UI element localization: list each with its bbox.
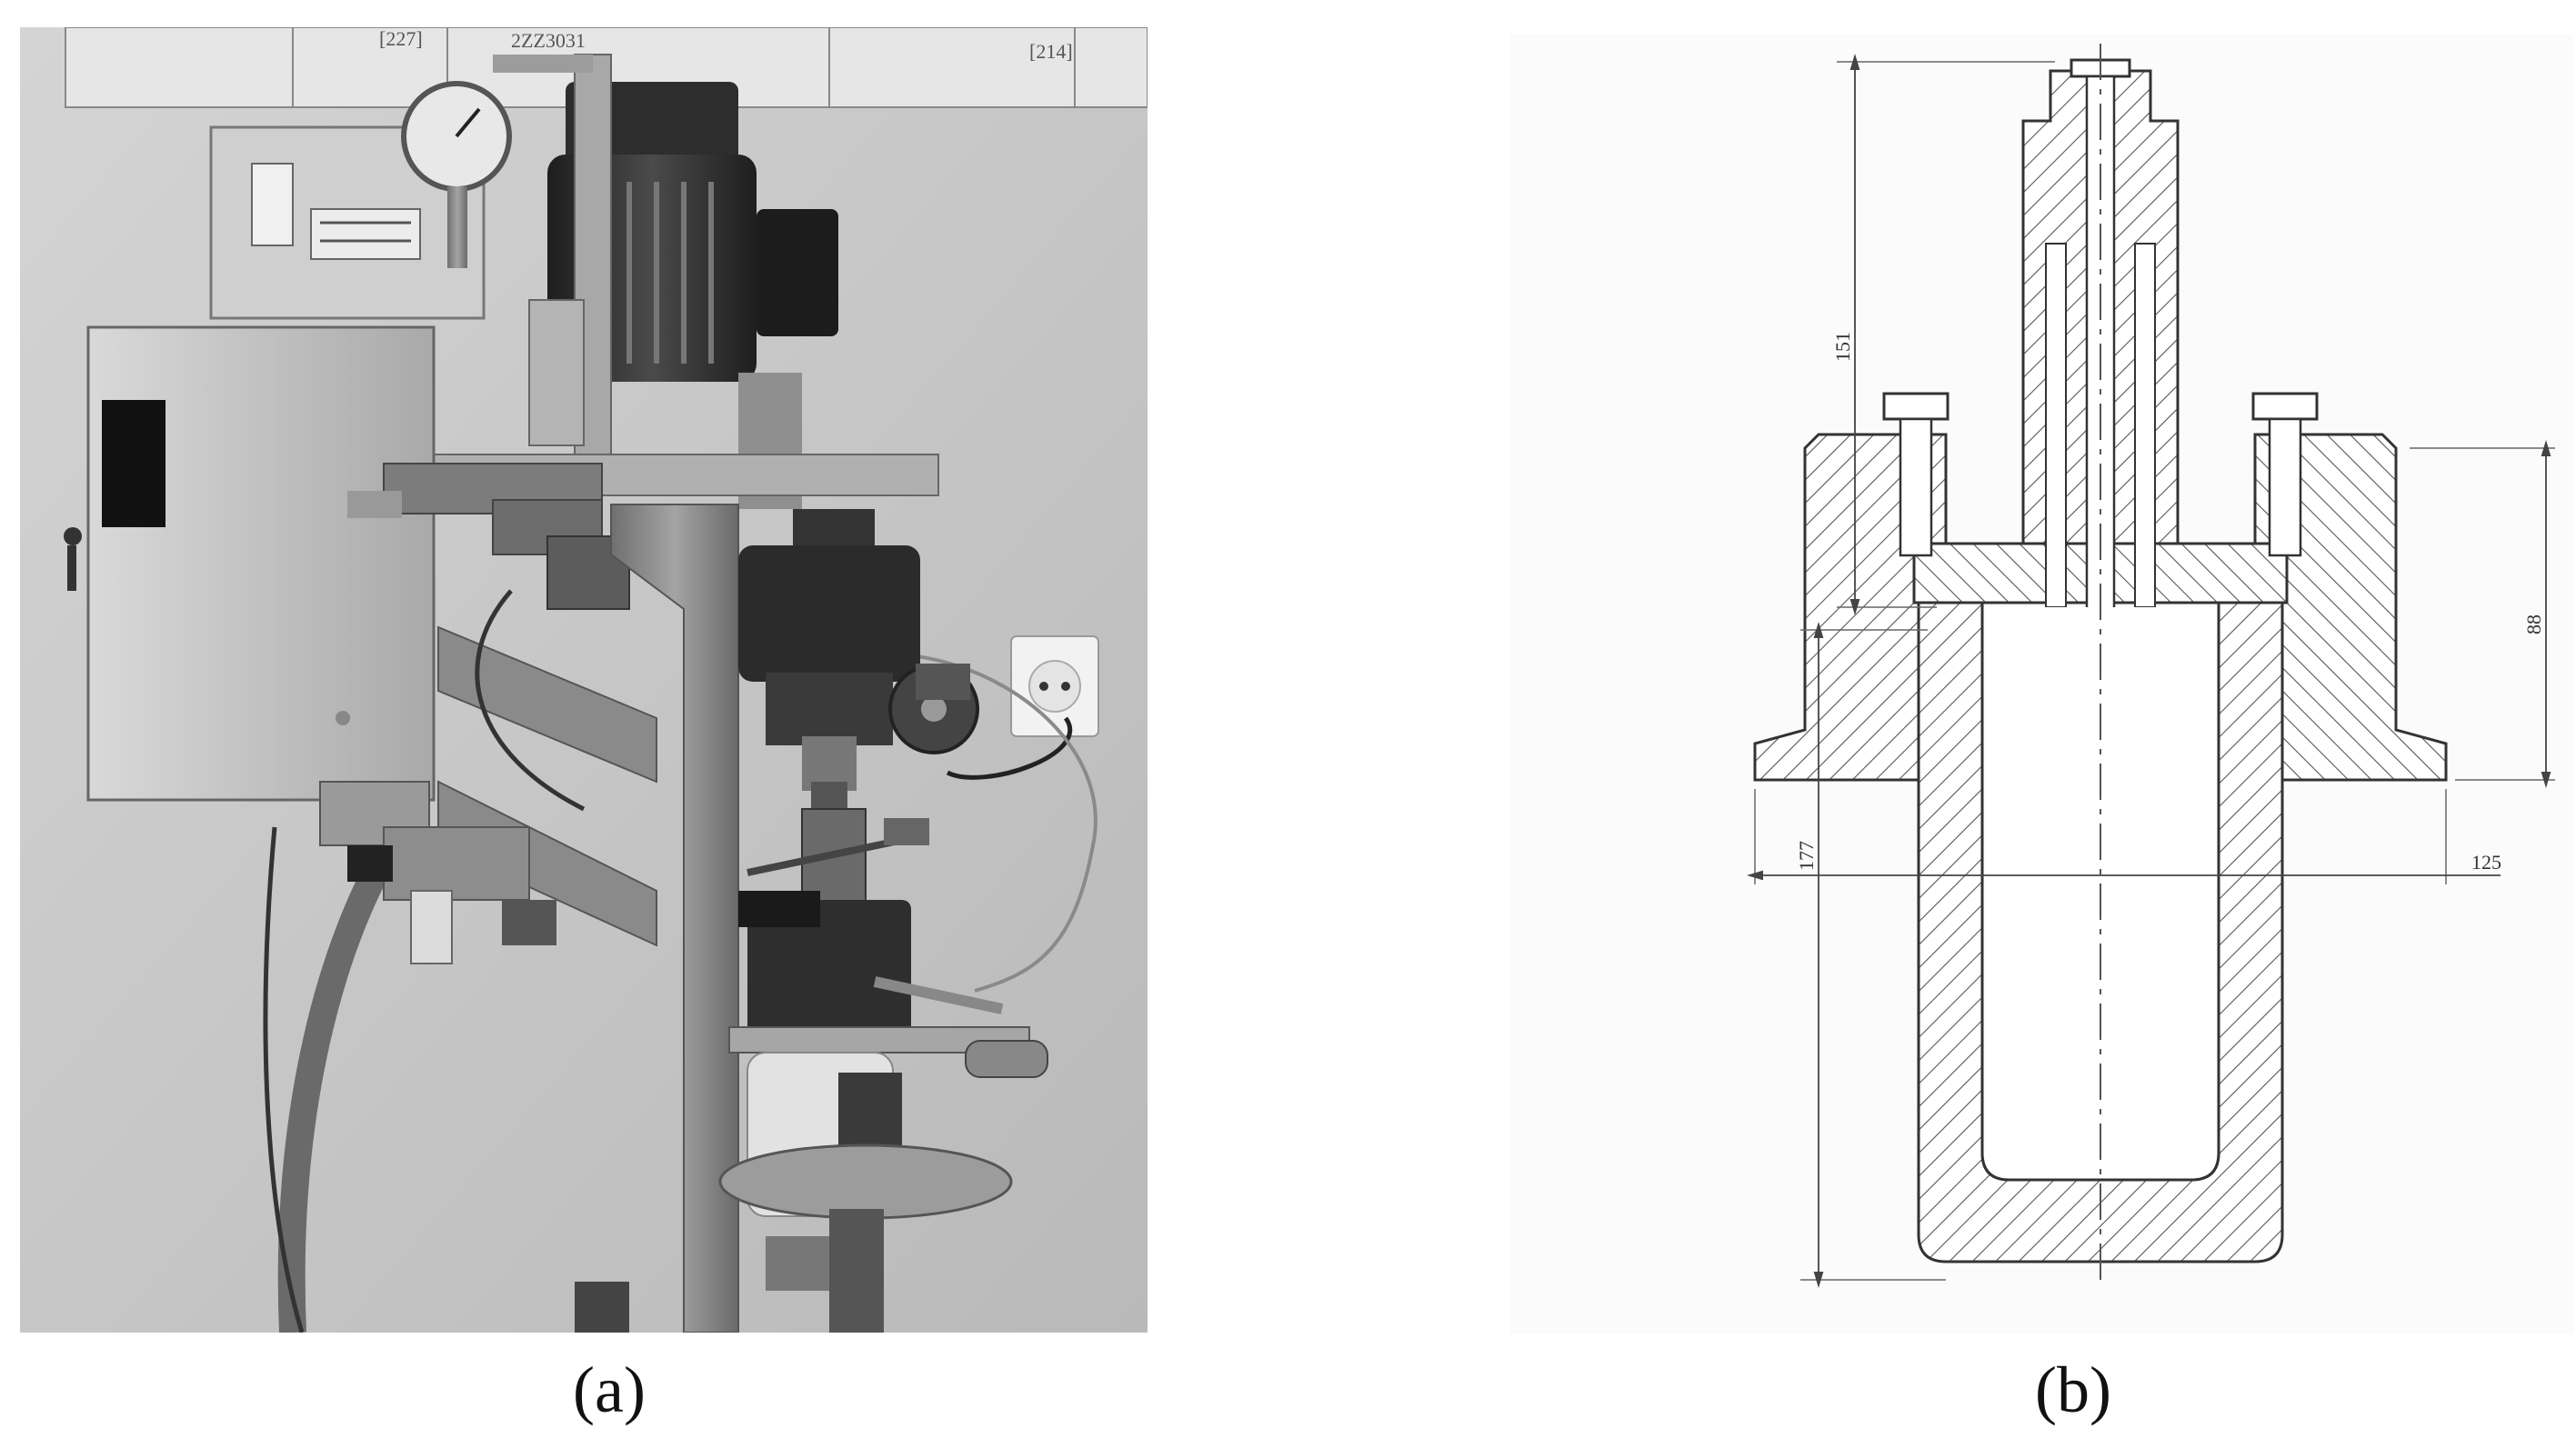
dimension-diameter-label: 125 xyxy=(2471,851,2501,874)
poster-text-1: [227] xyxy=(379,27,423,50)
support-disc xyxy=(718,1143,1013,1220)
control-cabinet xyxy=(86,325,436,802)
bolt-left xyxy=(1882,392,1950,557)
panel-b-caption: (b) xyxy=(2035,1353,2111,1426)
apparatus-photo: [227] 2ZZ3031 [214] xyxy=(20,27,1148,1333)
frame-brace-lower xyxy=(437,780,657,947)
steel-frame-column xyxy=(610,504,739,1333)
apparatus-photo-svg: [227] 2ZZ3031 [214] xyxy=(20,27,1148,1333)
cross-section-drawing: 151 177 88 125 xyxy=(1509,35,2573,1334)
frame-brace-upper xyxy=(437,625,657,784)
cabinet-display xyxy=(102,400,165,527)
motor-terminal-box xyxy=(757,209,838,336)
air-regulator xyxy=(383,826,530,901)
panel-a-caption: (a) xyxy=(573,1353,646,1426)
cabinet-key xyxy=(64,527,82,545)
poster-text-3: [214] xyxy=(1029,40,1073,63)
dimension-vessel-label: 177 xyxy=(1795,841,1818,871)
dimension-flange-label: 88 xyxy=(2522,614,2545,634)
poster-text-2: 2ZZ3031 xyxy=(511,29,586,52)
cross-section-svg: 151 177 88 125 xyxy=(1509,35,2573,1334)
reactor-head xyxy=(738,545,920,682)
bolt-right xyxy=(2251,392,2319,557)
reactor-vessel xyxy=(747,900,911,1036)
dimension-top-label: 151 xyxy=(1831,332,1854,362)
